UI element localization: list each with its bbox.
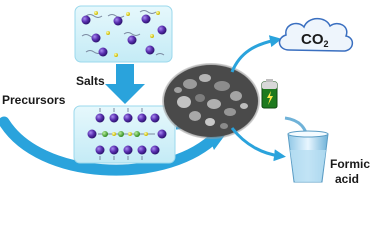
salts-panel: [74, 5, 173, 63]
salt-ions: [81, 10, 167, 57]
to-co2-arrow: [230, 35, 282, 73]
formic-label-line1: Formic: [330, 157, 370, 171]
battery-icon: [261, 79, 278, 109]
synthesis-diagram: Salts Precursors: [0, 5, 370, 186]
nanoparticle-micrograph: [162, 63, 260, 139]
precursors-panel: [73, 105, 176, 164]
diagram-canvas: Salts Precursors: [0, 5, 371, 186]
sweep-arrow: [0, 116, 218, 176]
to-formic-arrow: [230, 127, 286, 162]
co2-cloud-icon: CO2: [278, 17, 354, 52]
precursor-lattice: [87, 108, 167, 160]
precursors-label: Precursors: [2, 93, 66, 107]
formic-label-line2: acid: [335, 172, 359, 186]
down-arrow: [105, 64, 145, 104]
salts-label: Salts: [76, 74, 105, 88]
water-glass-icon: [284, 116, 329, 183]
co2-label: CO2: [301, 31, 329, 49]
